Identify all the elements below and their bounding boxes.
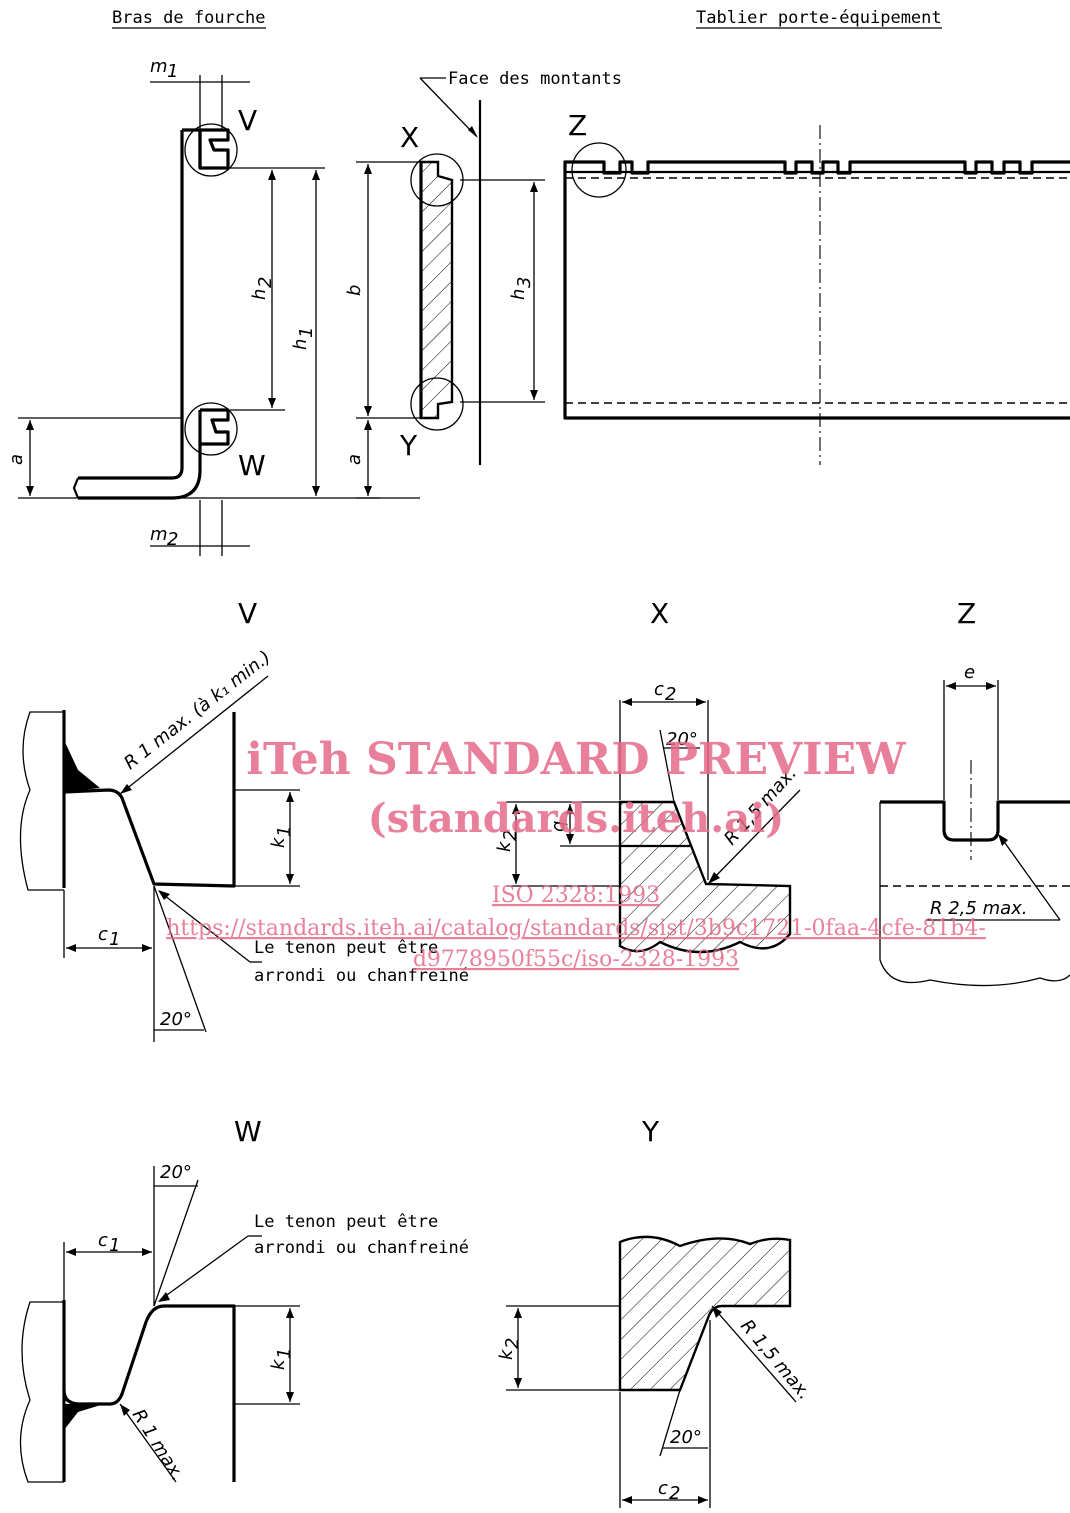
dim-h3: h: [508, 289, 529, 300]
watermark-url-line2[interactable]: d9778950f55c/iso-2328-1993: [413, 947, 739, 972]
watermark-url-line1[interactable]: https://standards.iteh.ai/catalog/standa…: [166, 916, 986, 941]
angle-20-w: 20°: [160, 1162, 192, 1183]
svg-text:2: 2: [255, 277, 276, 288]
label-y: Y: [399, 429, 418, 462]
svg-text:2: 2: [502, 1338, 523, 1349]
detail-y: k2 c 2 20° R 1,5 max.: [496, 1235, 815, 1508]
dim-m2: m: [150, 524, 168, 545]
label-z: Z: [568, 109, 587, 142]
note-tenon-line2-w: arrondi ou chanfreiné: [254, 1238, 469, 1258]
detail-circle-v: [184, 123, 238, 177]
dim-q: q: [548, 821, 569, 832]
dim-k2-y: k: [496, 1348, 517, 1360]
dim-a-left: a: [6, 454, 27, 465]
svg-text:1: 1: [274, 1348, 295, 1359]
dim-k1-v: k: [268, 836, 289, 848]
dim-e: e: [964, 662, 975, 683]
note-tenon-line1-w: Le tenon peut être: [254, 1212, 438, 1232]
detail-title-v: V: [238, 597, 257, 630]
angle-20-y: 20°: [670, 1427, 702, 1448]
svg-text:1: 1: [296, 327, 317, 338]
svg-text:1: 1: [274, 826, 295, 837]
svg-text:2: 2: [167, 529, 178, 550]
dim-h1: h: [290, 339, 311, 350]
detail-v: k1 c 1 20° R 1 max. (à k₁ min.) Le tenon…: [19, 647, 469, 1042]
detail-circle-w: [184, 402, 238, 456]
dim-c1-w: c: [98, 1230, 108, 1251]
watermark-code[interactable]: ISO 2328:1993: [492, 883, 660, 908]
dim-c2-y: c: [658, 1478, 668, 1499]
detail-title-y: Y: [641, 1115, 660, 1148]
detail-title-w: W: [234, 1115, 262, 1148]
watermark-title: iTeh STANDARD PREVIEW: [246, 734, 906, 785]
dim-b: b: [344, 285, 365, 296]
carriage-plate-view: Z: [563, 109, 1070, 465]
angle-20-x: 20°: [666, 729, 698, 750]
detail-circle-z: [571, 142, 627, 198]
svg-text:2: 2: [500, 830, 521, 841]
carriage-bar-section: Face des montants X Y b a h3: [344, 69, 622, 499]
detail-title-z: Z: [957, 597, 976, 630]
note-tenon-line2-v: arrondi ou chanfreiné: [254, 966, 469, 986]
detail-title-x: X: [650, 597, 669, 630]
label-w: W: [238, 449, 266, 482]
dim-m1: m: [150, 56, 168, 77]
header-carriage: Tablier porte-équipement: [696, 8, 942, 28]
note-r15-max-y: R 1,5 max.: [736, 1316, 815, 1404]
dim-a-mid: a: [344, 454, 365, 465]
dim-h2: h: [249, 289, 270, 300]
detail-w: k1 c 1 20° Le tenon peut être arrondi ou…: [19, 1162, 469, 1485]
face-label: Face des montants: [448, 69, 622, 89]
svg-text:1: 1: [167, 61, 178, 82]
svg-text:3: 3: [514, 277, 535, 288]
watermark-site: (standards.iteh.ai): [368, 795, 784, 842]
note-r25-max: R 2,5 max.: [930, 898, 1028, 919]
angle-20-v: 20°: [160, 1009, 192, 1030]
note-r1-max-w: R 1 max.: [128, 1406, 188, 1485]
dim-c2-x: c: [654, 679, 664, 700]
header-fork-arm: Bras de fourche: [112, 8, 266, 28]
detail-z: e R 2,5 max.: [879, 662, 1070, 987]
detail-circle-y: [410, 377, 464, 431]
dim-k2-x: k: [494, 840, 515, 852]
note-tenon-line1-v: Le tenon peut être: [254, 938, 438, 958]
dim-k1-w: k: [268, 1358, 289, 1370]
dim-c1-v: c: [98, 924, 108, 945]
svg-text:1: 1: [109, 1235, 120, 1256]
svg-text:2: 2: [665, 684, 676, 705]
label-v: V: [238, 104, 257, 137]
fork-arm-view: m 1 m 2 h2 h1 a V W: [6, 56, 380, 556]
svg-text:2: 2: [669, 1483, 680, 1504]
watermark: iTeh STANDARD PREVIEW (standards.iteh.ai…: [166, 734, 986, 972]
svg-text:1: 1: [109, 929, 120, 950]
label-x: X: [400, 121, 419, 154]
